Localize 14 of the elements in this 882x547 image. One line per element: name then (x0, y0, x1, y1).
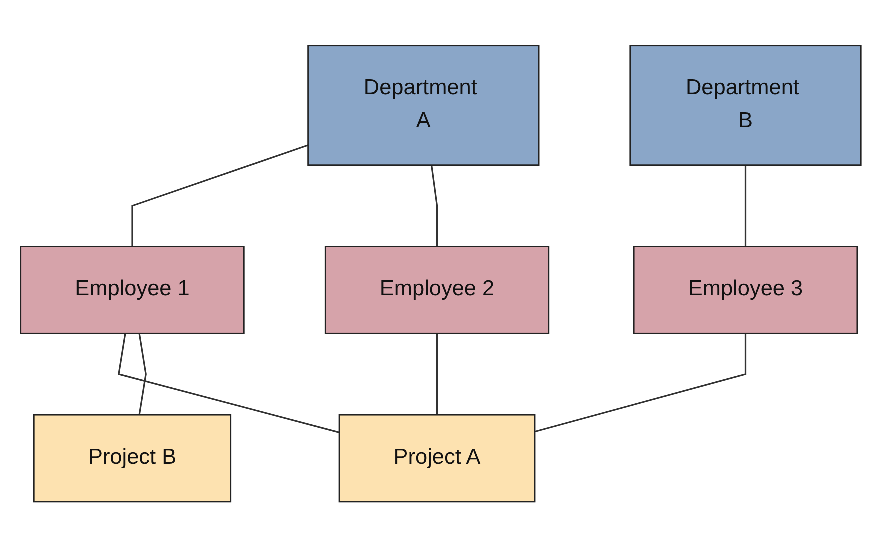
node-box: Department A (308, 44, 540, 166)
connector (138, 333, 147, 415)
node-box: Project B (33, 414, 232, 502)
node-box: Employee 3 (633, 246, 858, 334)
connector (534, 333, 747, 432)
node-box: Project A (338, 414, 536, 502)
connector (118, 333, 340, 434)
node-box: Employee 2 (324, 246, 550, 334)
node-box: Department B (630, 44, 862, 166)
connector (430, 164, 438, 246)
connector (436, 333, 438, 415)
connector (744, 164, 747, 246)
connector (132, 144, 309, 246)
node-box: Employee 1 (20, 246, 245, 334)
